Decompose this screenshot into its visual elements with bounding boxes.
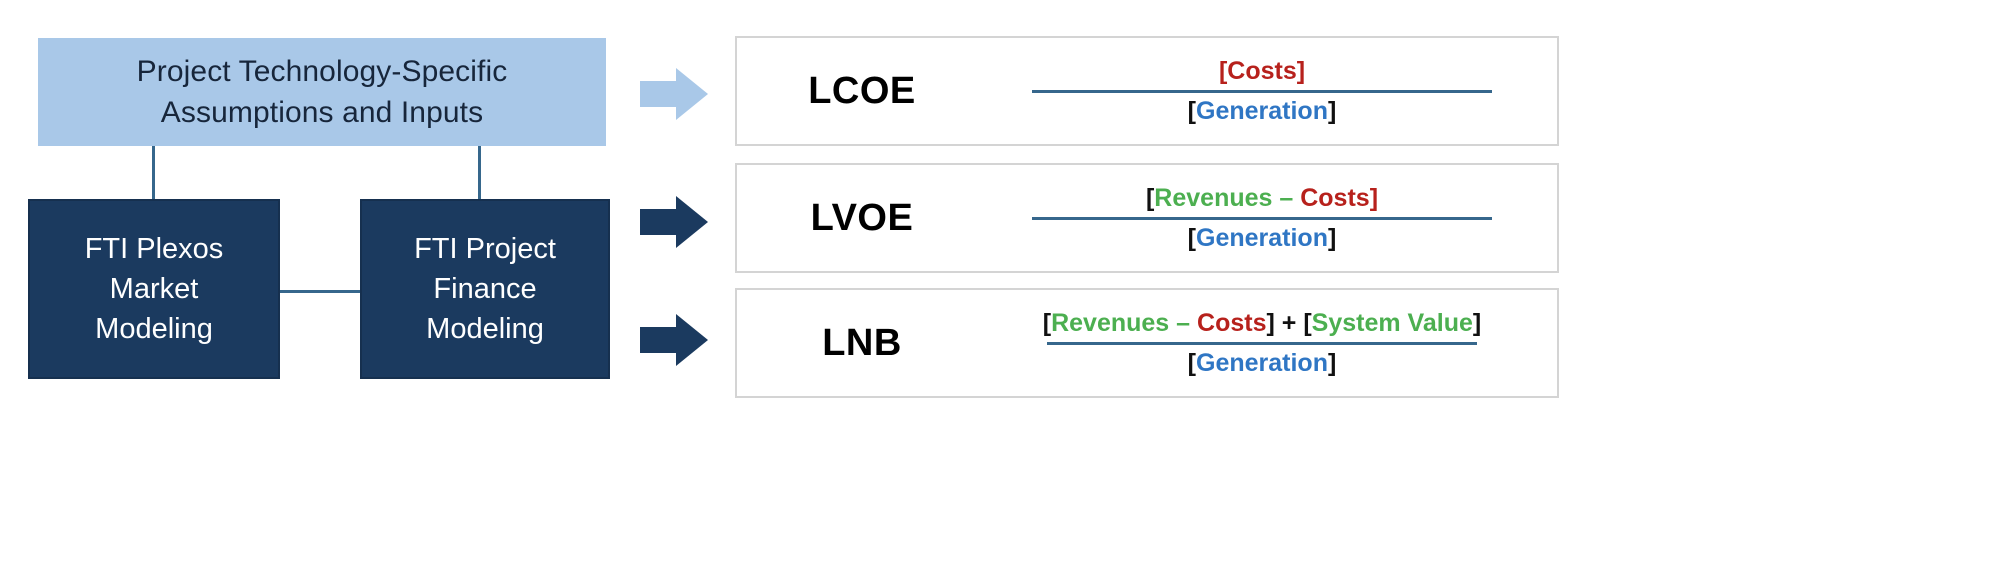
arrow-head <box>676 68 708 120</box>
arrow-head <box>676 196 708 248</box>
model-box-plexos-line3: Modeling <box>95 313 213 345</box>
connector-line-inputs-to-plexos <box>152 146 155 201</box>
inputs-box-line1: Project Technology-Specific <box>136 54 508 88</box>
arrow-right-icon-lvoe <box>640 196 708 248</box>
connector-line-inputs-to-finance <box>478 146 481 201</box>
formula-card-lvoe: LVOE [Revenues – Costs] [Generation] <box>735 163 1559 273</box>
bracket-close: ] <box>1327 348 1337 377</box>
arrow-shaft <box>640 209 680 235</box>
fraction-denominator-lnb: [Generation] <box>1188 348 1337 379</box>
token-revenues: Revenues <box>1154 184 1273 212</box>
metric-label-lnb: LNB <box>822 321 902 364</box>
connector-line-plexos-to-finance <box>276 290 362 293</box>
fraction-denominator-lcoe: [Generation] <box>1188 96 1337 127</box>
fraction-bar-lcoe <box>1032 89 1492 93</box>
metric-label-lvoe: LVOE <box>810 196 914 239</box>
inputs-assumptions-box: Project Technology-Specific Assumptions … <box>38 38 606 146</box>
bracket-open: [ <box>1187 348 1196 377</box>
bracket-open: [ <box>1145 184 1155 212</box>
arrow-right-icon-lnb <box>640 314 708 366</box>
token-minus-operator: – <box>1176 309 1191 337</box>
fraction-numerator-lnb: [Revenues – Costs] + [System Value] <box>1043 308 1481 339</box>
bracket-close: ] <box>1296 57 1306 85</box>
token-costs: Costs <box>1197 309 1267 337</box>
fraction-lvoe: [Revenues – Costs] [Generation] <box>987 183 1557 253</box>
fraction-numerator-lcoe: [Costs] <box>1219 56 1305 87</box>
model-box-project-finance: FTI Project Finance Modeling <box>360 199 610 379</box>
fraction-bar-lvoe <box>1032 216 1492 220</box>
arrow-right-icon-lcoe <box>640 68 708 120</box>
token-costs: Costs <box>1300 184 1370 212</box>
bracket-close: ] <box>1266 309 1275 337</box>
token-costs: Costs <box>1227 57 1297 85</box>
bracket-close: ] <box>1327 223 1337 252</box>
arrow-shaft <box>640 327 680 353</box>
bracket-open: [ <box>1187 223 1196 252</box>
bracket-open: [ <box>1187 96 1196 125</box>
token-minus-operator: – <box>1279 184 1294 212</box>
formula-card-lnb: LNB [Revenues – Costs] + [System Value] … <box>735 288 1559 398</box>
model-box-plexos: FTI Plexos Market Modeling <box>28 199 280 379</box>
token-generation: Generation <box>1196 96 1328 125</box>
fraction-denominator-lvoe: [Generation] <box>1188 223 1337 254</box>
fraction-bar-lnb <box>1047 341 1477 345</box>
model-box-plexos-line1: FTI Plexos <box>84 232 224 265</box>
model-box-finance-line1: FTI Project <box>414 232 556 265</box>
fraction-numerator-lvoe: [Revenues – Costs] <box>1146 183 1378 214</box>
token-generation: Generation <box>1196 223 1328 252</box>
arrow-head <box>676 314 708 366</box>
fraction-lnb: [Revenues – Costs] + [System Value] [Gen… <box>987 308 1557 378</box>
fraction-lcoe: [Costs] [Generation] <box>987 56 1557 126</box>
bracket-close: ] <box>1369 184 1379 212</box>
token-revenues: Revenues <box>1051 309 1170 337</box>
bracket-close: ] <box>1327 96 1337 125</box>
formula-card-lcoe: LCOE [Costs] [Generation] <box>735 36 1559 146</box>
token-plus-operator: + <box>1281 309 1297 337</box>
metric-label-lcoe: LCOE <box>808 69 916 112</box>
model-box-plexos-line2: Market <box>109 272 199 305</box>
arrow-shaft <box>640 81 680 107</box>
bracket-open: [ <box>1042 309 1052 337</box>
model-box-finance-line2: Finance <box>433 272 537 305</box>
token-system-value: System Value <box>1311 309 1473 337</box>
inputs-box-line2: Assumptions and Inputs <box>160 96 484 129</box>
bracket-open-2: [ <box>1303 309 1312 337</box>
model-box-finance-line3: Modeling <box>426 313 544 345</box>
token-generation: Generation <box>1196 348 1328 377</box>
bracket-close-2: ] <box>1472 309 1482 337</box>
bracket-open: [ <box>1218 57 1228 85</box>
